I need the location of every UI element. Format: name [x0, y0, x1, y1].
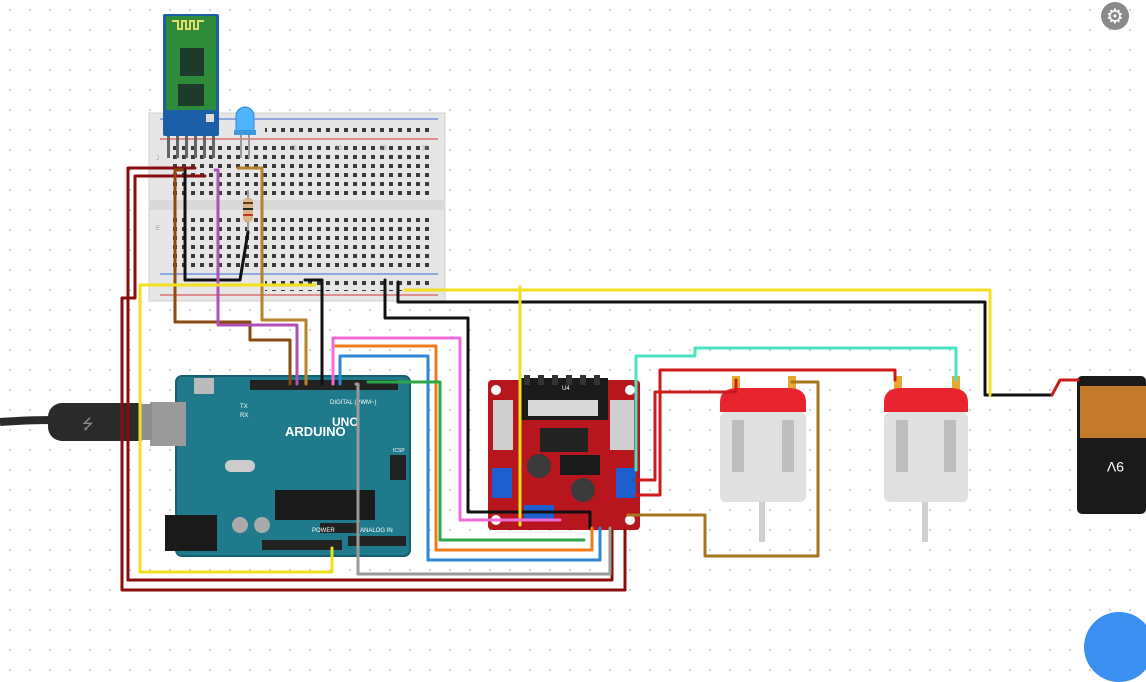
resistor[interactable]: [243, 190, 253, 232]
usb-icon: ⭍: [82, 416, 94, 432]
motor-driver-l298n[interactable]: U4: [488, 375, 640, 530]
arduino-analog-label: ANALOG IN: [360, 528, 393, 534]
svg-text:25: 25: [380, 146, 387, 152]
breadboard[interactable]: J E 15 20 25 30: [148, 112, 446, 302]
svg-text:E: E: [156, 226, 160, 232]
battery-label: 9V: [1106, 459, 1124, 475]
arduino-tx-label: TX: [240, 404, 248, 410]
arduino-brand-label: ARDUINO: [285, 424, 346, 439]
settings-gear-icon[interactable]: ⚙: [1101, 2, 1129, 30]
svg-text:30: 30: [422, 146, 429, 152]
usb-cable[interactable]: ⭍: [0, 403, 152, 441]
wires[interactable]: [120, 166, 1080, 592]
arduino-uno[interactable]: ARDUINO UNO DIGITAL (PWM~) POWER ANALOG …: [150, 375, 411, 557]
bluetooth-module[interactable]: [163, 14, 219, 158]
driver-u4-label: U4: [562, 386, 570, 392]
arduino-model-label: UNO: [332, 415, 359, 429]
arduino-digital-label: DIGITAL (PWM~): [330, 400, 377, 406]
circuit-canvas[interactable]: J E 15 20 25 30: [0, 0, 1146, 625]
arduino-power-label: POWER: [312, 528, 335, 534]
arduino-rx-label: RX: [240, 413, 248, 419]
svg-text:J: J: [156, 156, 159, 162]
svg-text:15: 15: [290, 146, 297, 152]
svg-text:20: 20: [335, 146, 342, 152]
corner-action-button[interactable]: [1084, 612, 1146, 682]
dc-motor-1[interactable]: [720, 376, 806, 542]
dc-motor-2[interactable]: [884, 376, 968, 542]
battery-9v[interactable]: 9V: [1077, 376, 1146, 514]
arduino-icsp-label: ICSP: [393, 448, 405, 454]
led[interactable]: [234, 106, 256, 158]
